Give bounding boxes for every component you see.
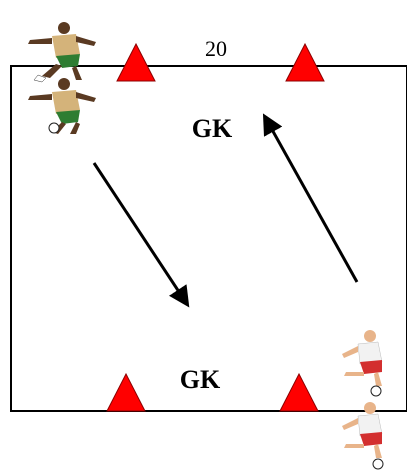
ball-icon <box>370 385 382 397</box>
player-red-2 <box>342 402 384 470</box>
player-red-1 <box>342 330 383 397</box>
arrow-down <box>92 162 190 308</box>
player-green-1 <box>28 22 96 83</box>
ball-icon <box>48 122 60 134</box>
arrow-up <box>262 113 359 283</box>
goalkeeper-bottom-label: GK <box>180 365 221 394</box>
field-boundary <box>10 65 407 412</box>
cone-bottom-left <box>106 372 146 412</box>
ball-icon <box>372 458 384 470</box>
goalkeeper-top-label: GK <box>192 114 233 143</box>
cone-top-left <box>116 42 156 82</box>
player-green-2 <box>28 78 96 134</box>
dimension-label: 20 <box>205 36 227 61</box>
cone-top-right <box>285 42 325 82</box>
cone-bottom-right <box>279 372 319 412</box>
